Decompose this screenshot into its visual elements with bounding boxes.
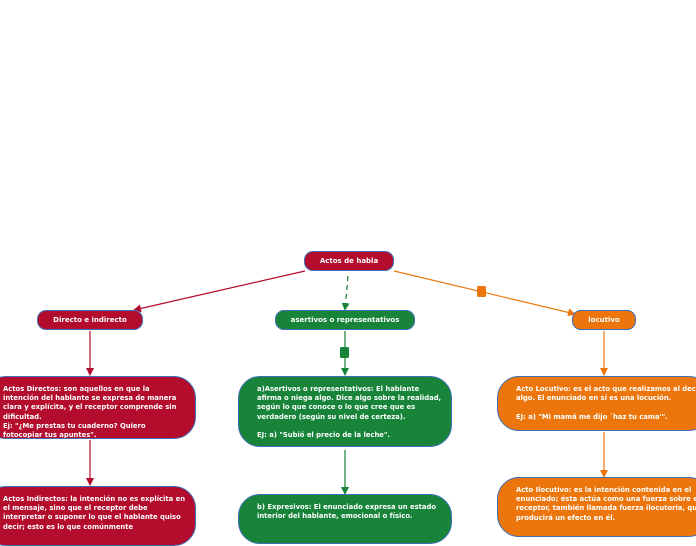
card-expresivos[interactable]: b) Expresivos: El enunciado expresa un e… xyxy=(238,494,452,544)
connector-lines xyxy=(86,270,608,495)
branch-asertivos[interactable]: asertivos o representativos xyxy=(275,310,415,330)
branch-directo-indirecto[interactable]: Directo e indirecto xyxy=(37,310,143,330)
branch-locutivo[interactable]: locutivo xyxy=(572,310,636,330)
link-root-directo xyxy=(133,270,306,313)
card-actos-directos[interactable]: Actos Directos: son aquellos en que la i… xyxy=(0,376,196,439)
collapse-handle-locutivo xyxy=(477,286,486,297)
collapse-handle-asertivos xyxy=(340,347,349,358)
link-root-asertivos xyxy=(341,275,350,311)
card-acto-locutivo[interactable]: Acto Locutivo: es el acto que realizamos… xyxy=(497,376,696,431)
card-actos-indirectos[interactable]: Actos Indirectos: la intención no es exp… xyxy=(0,486,196,546)
card-acto-ilocutivo[interactable]: Acto Ilocutivo: es la intención contenid… xyxy=(497,477,696,537)
card-asertivos[interactable]: a)Asertivos o representativos: El hablan… xyxy=(238,376,452,447)
root-node[interactable]: Actos de habla xyxy=(304,251,394,271)
